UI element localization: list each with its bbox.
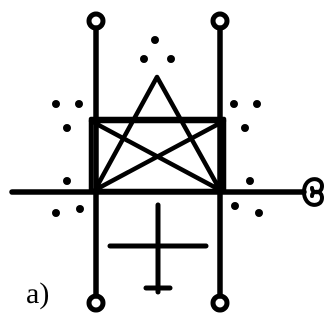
dot <box>230 100 238 108</box>
left-staff-bottom-circle <box>89 296 103 310</box>
five-pointed-star <box>91 77 224 190</box>
dot <box>246 177 254 185</box>
dot <box>75 100 83 108</box>
dot <box>255 209 263 217</box>
figure-label: a) <box>26 277 49 310</box>
dot <box>231 202 239 210</box>
dot <box>63 124 71 132</box>
horizontal-line-with-scroll <box>12 179 322 205</box>
dot <box>63 177 71 185</box>
dot <box>52 100 60 108</box>
right-staff-bottom-circle <box>213 296 227 310</box>
dot <box>151 36 159 44</box>
dot <box>52 209 60 217</box>
dot <box>140 55 148 63</box>
dot <box>253 100 261 108</box>
dot <box>76 205 84 213</box>
dot <box>167 55 175 63</box>
inverted-cross <box>110 205 206 292</box>
dot <box>241 124 249 132</box>
